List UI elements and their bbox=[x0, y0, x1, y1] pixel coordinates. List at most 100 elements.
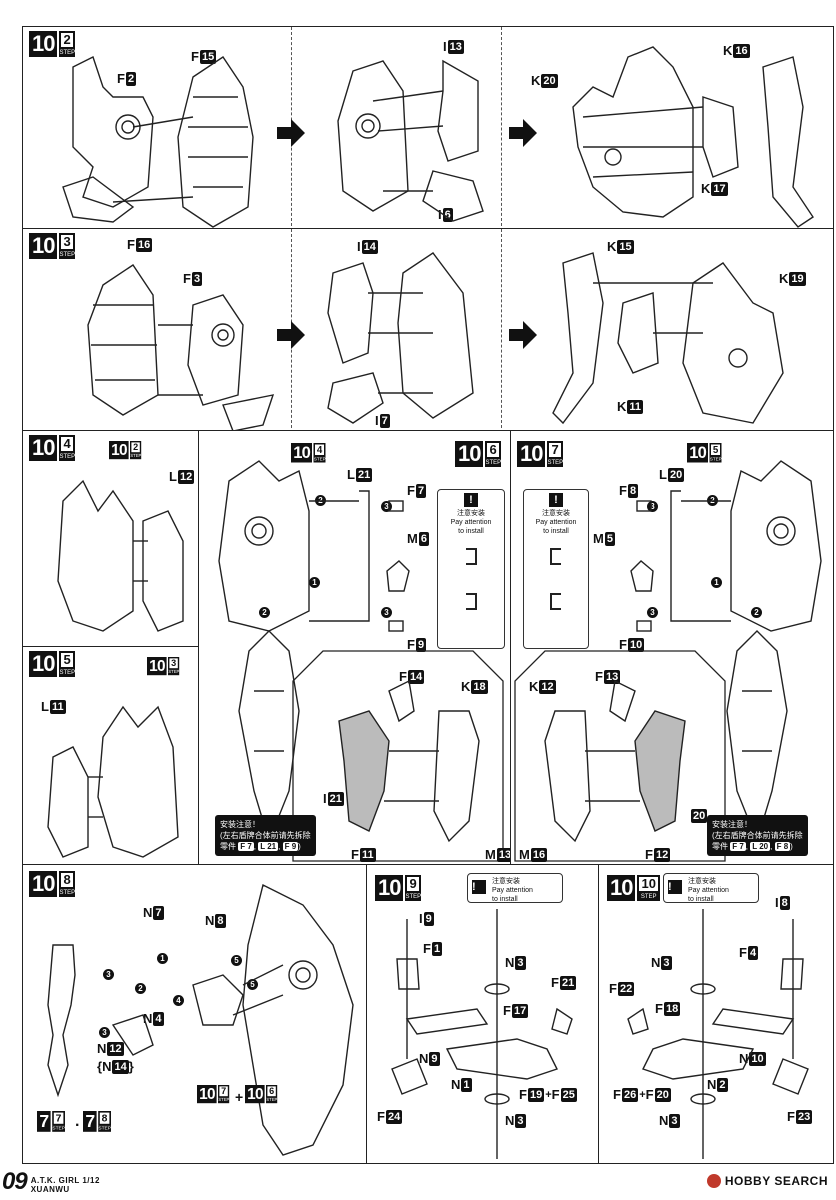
page-number: 09 bbox=[2, 1168, 28, 1195]
hand-drawing bbox=[47, 944, 76, 1098]
order-marker: 1 bbox=[309, 577, 320, 588]
attention-note: ! 注意安装 Pay attention to install bbox=[437, 489, 505, 649]
assembly-drawing-10-8 bbox=[111, 883, 354, 1156]
watermark: HOBBY SEARCH bbox=[706, 1174, 828, 1188]
assembly-drawing-10-3c bbox=[552, 252, 784, 425]
dot-separator: · bbox=[75, 1117, 81, 1134]
part-label-20: 20 bbox=[691, 809, 708, 823]
order-marker: 3 bbox=[647, 501, 658, 512]
page-footer: 09 A.T.K. GIRL 1/12 XUANWU bbox=[2, 1168, 100, 1195]
divider bbox=[501, 27, 502, 229]
order-marker: 3 bbox=[103, 969, 114, 980]
warning-box: 安装注意！ (左右盾牌合体前请先拆除 零件 F 7, L 20, F 8) bbox=[707, 815, 808, 856]
assembly-drawing-10-4 bbox=[57, 479, 184, 632]
order-marker: 4 bbox=[173, 995, 184, 1006]
next-arrow bbox=[509, 321, 537, 349]
order-marker: 1 bbox=[711, 577, 722, 588]
divider bbox=[501, 229, 502, 431]
plus-sign: + bbox=[235, 1089, 244, 1105]
order-marker: 1 bbox=[157, 953, 168, 964]
next-arrow bbox=[277, 119, 305, 147]
order-marker: 3 bbox=[381, 607, 392, 618]
shield-drawing-10-7 bbox=[726, 630, 788, 844]
order-marker: 5 bbox=[231, 955, 242, 966]
hobby-search-logo-icon bbox=[706, 1174, 721, 1188]
model-name: XUANWU bbox=[30, 1185, 70, 1194]
assembly-drawing-10-7a bbox=[630, 460, 822, 632]
assembly-drawing-10-3b bbox=[327, 252, 474, 424]
order-marker: 2 bbox=[259, 607, 270, 618]
order-marker: 2 bbox=[135, 983, 146, 994]
next-arrow bbox=[277, 321, 305, 349]
next-arrow bbox=[509, 119, 537, 147]
assembly-drawing-10-10 bbox=[627, 909, 809, 1159]
shield-drawing-10-6 bbox=[238, 630, 300, 844]
order-marker: 2 bbox=[751, 607, 762, 618]
attention-note: ! 注意安装 Pay attention to install bbox=[663, 873, 759, 903]
order-marker: 3 bbox=[381, 501, 392, 512]
attention-note: ! 注意安装 Pay attention to install bbox=[523, 489, 589, 649]
assembly-drawing-10-2b bbox=[337, 59, 484, 222]
series-name: A.T.K. GIRL 1/12 bbox=[30, 1176, 100, 1185]
assembly-drawing-10-2c bbox=[572, 46, 814, 228]
